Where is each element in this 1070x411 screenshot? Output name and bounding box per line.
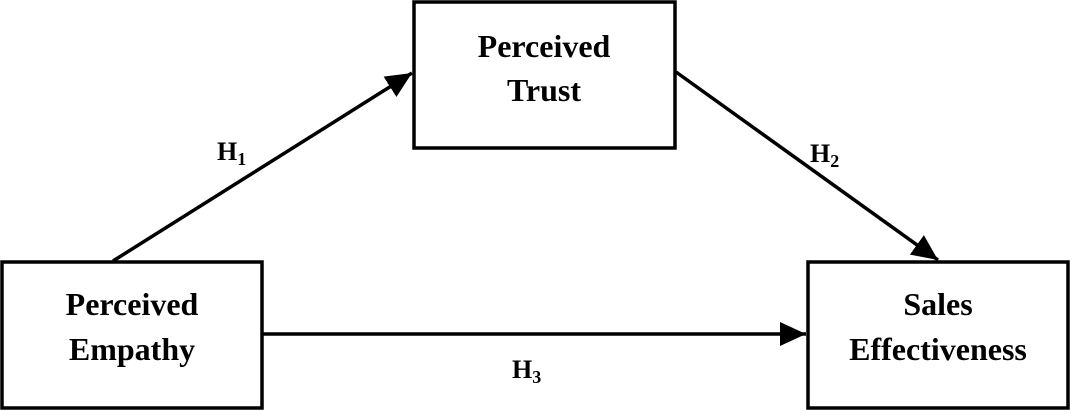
edge-h1-label: H1 [217,137,246,169]
node-empathy-line-2: Empathy [69,331,195,367]
node-sales-line-2: Effectiveness [849,331,1027,367]
edge-h3-label: H3 [512,355,541,387]
edge-h1-arrow [112,71,413,263]
node-sales-line-1: Sales [903,286,972,322]
h3-main: H [512,355,532,384]
h1-main: H [217,137,237,166]
edge-h2-label: H2 [810,139,839,171]
node-trust-line-1: Perceived [478,28,611,64]
node-perceived-trust: Perceived Trust [412,0,677,150]
node-trust-line-2: Trust [507,72,581,108]
h2-subscript: 2 [830,151,839,171]
h2-main: H [810,139,830,168]
node-empathy-line-1: Perceived [66,286,199,322]
node-perceived-empathy: Perceived Empathy [0,260,264,410]
edge-h2-arrow [674,70,940,262]
h3-subscript: 3 [532,367,541,387]
h1-subscript: 1 [237,149,246,169]
node-sales-effectiveness: Sales Effectiveness [806,260,1070,410]
